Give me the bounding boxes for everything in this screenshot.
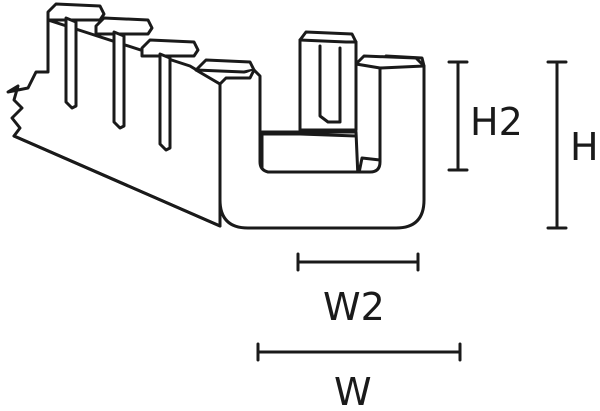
comb-teeth xyxy=(46,2,200,152)
comb-tooth-3 xyxy=(140,38,200,58)
comb-tooth-2-face xyxy=(112,30,126,130)
comb-tooth-1-face xyxy=(64,16,78,110)
front-u-left-top xyxy=(194,68,256,74)
dimension-w xyxy=(256,342,462,362)
comb-tooth-3-face xyxy=(158,52,172,152)
label-w2: W2 xyxy=(323,285,385,329)
front-u-base-line xyxy=(12,134,222,228)
dimension-h xyxy=(546,60,568,230)
front-u-inner-edge xyxy=(260,132,358,138)
front-u-right-top xyxy=(354,54,426,70)
dimension-h2 xyxy=(447,60,469,172)
dimension-w2 xyxy=(296,252,420,272)
back-right-upright-top xyxy=(298,38,358,44)
profile-drawing xyxy=(6,2,426,230)
comb-tooth-2 xyxy=(94,16,154,36)
front-u-left-top-edge xyxy=(218,68,256,86)
label-h: H xyxy=(570,125,599,169)
comb-tooth-1 xyxy=(46,2,106,22)
label-h2: H2 xyxy=(470,100,523,144)
back-right-slot xyxy=(318,44,342,124)
label-w: W xyxy=(334,370,372,411)
